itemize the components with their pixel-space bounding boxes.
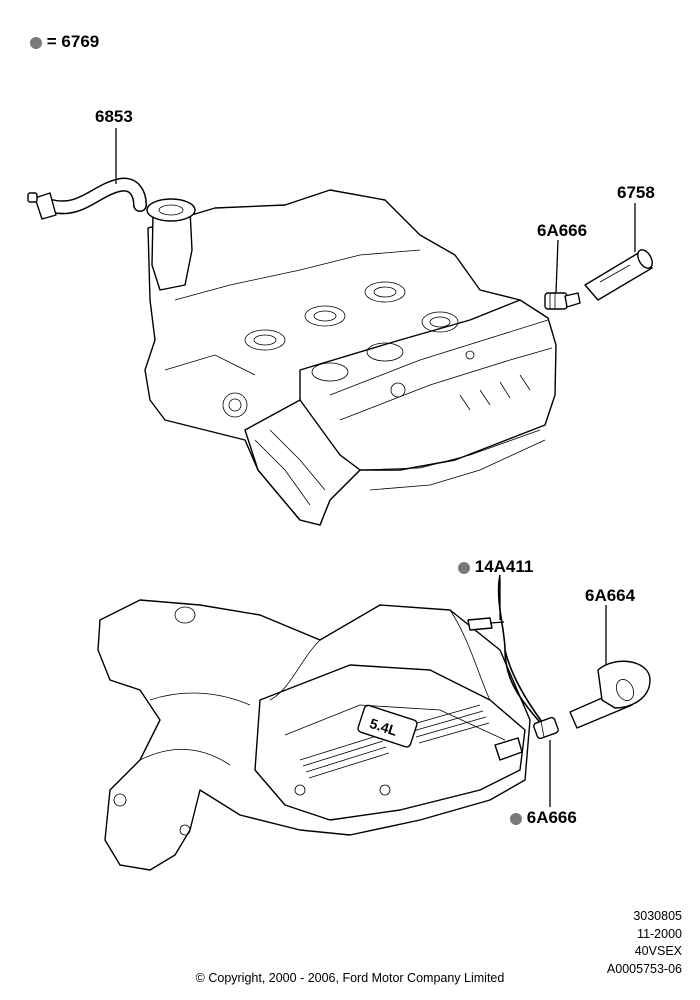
pcv-valve-bottom-drawing [533,716,559,740]
pcv-valve-top-drawing [544,292,581,310]
legend-equals: = [46,32,57,51]
pcv-hose-6A664-drawing [569,660,651,729]
part-label-6853: 6853 [95,107,133,126]
engine-block-drawing [144,189,557,526]
ref-model: 40VSEX [634,944,682,958]
part-label-14A411: 14A411 [458,557,533,577]
legend-dot-icon [30,36,42,49]
pcv-hose-6853-drawing [27,177,147,220]
reference-codes: 3030805 11-2000 40VSEX A0005753-06 [607,908,682,978]
dot-marker-icon [510,812,522,825]
ref-date: 11-2000 [637,926,682,941]
part-label-6A666-top: 6A666 [537,221,588,240]
part-label-6A664: 6A664 [585,586,636,605]
ref-id: A0005753-06 [606,961,682,976]
leader-lines-top [115,128,636,294]
ref-code: 3030805 [633,909,682,923]
dot-marker-icon [458,561,470,574]
part-label-6758: 6758 [617,183,655,202]
tube-6758-drawing [584,249,653,301]
copyright-footer: © Copyright, 2000 - 2006, Ford Motor Com… [195,971,505,985]
legend-part: 6769 [61,32,100,51]
leader-lines-bottom [499,578,607,807]
harness-14A411-drawing [467,574,549,731]
intake-manifold-drawing: 5.4L [97,599,531,871]
legend: = 6769 [30,32,99,52]
part-label-6A666-bottom: 6A666 [510,808,577,828]
